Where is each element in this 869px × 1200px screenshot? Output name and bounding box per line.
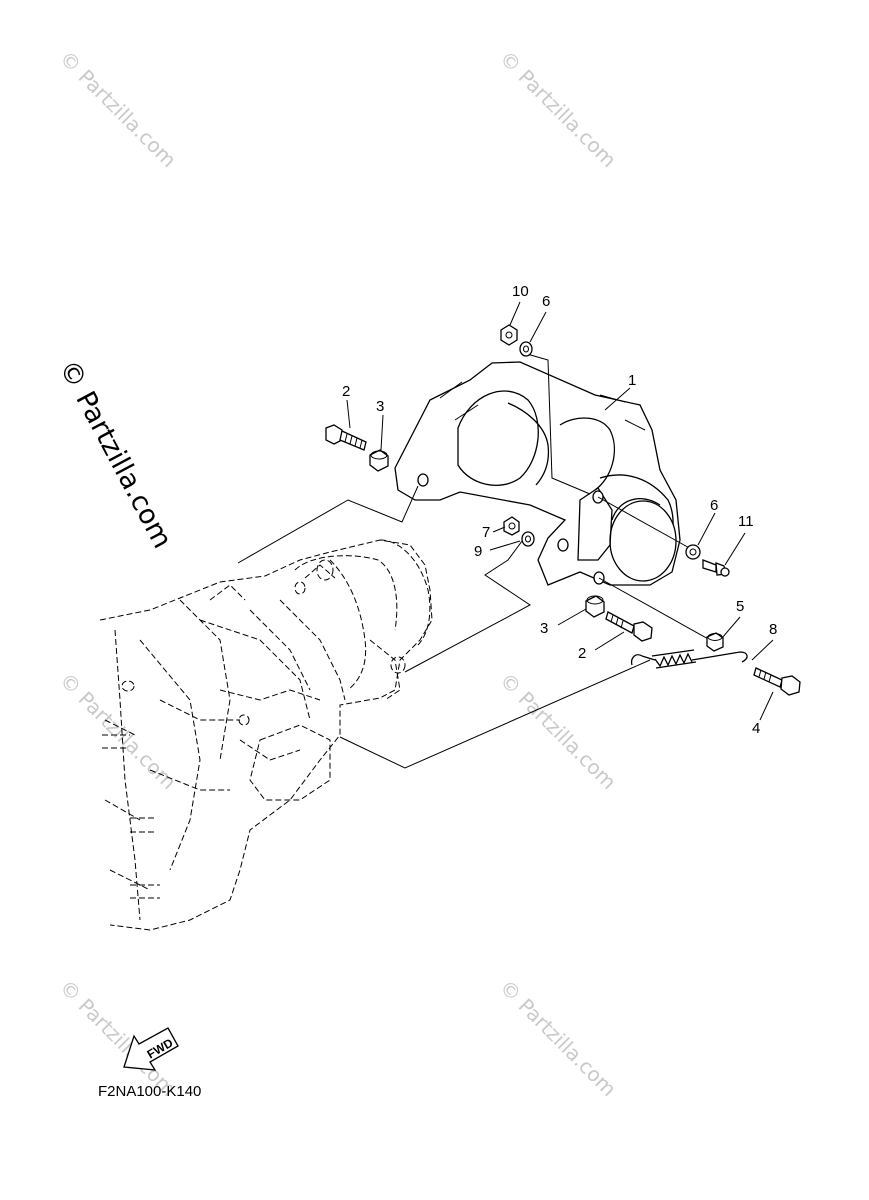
assembly-leader-lines (237, 353, 711, 769)
callout-5: 5 (736, 598, 745, 615)
callout-1: 1 (628, 372, 637, 389)
jet-pump-assembly (99, 539, 433, 931)
bolt-part-4 (753, 667, 801, 696)
collar-part-3-lower (585, 595, 605, 618)
callout-4: 4 (752, 720, 761, 737)
bolt-part-2-lower (605, 611, 653, 642)
nut-part-10 (500, 324, 518, 346)
callout-leaders (346, 301, 774, 721)
callout-10: 10 (512, 283, 529, 300)
callout-8: 8 (769, 621, 778, 638)
spring-part-8 (630, 649, 748, 669)
callout-6: 6 (542, 293, 551, 310)
housing-part (394, 361, 681, 586)
washer-part-6-right (685, 544, 701, 560)
diagram-code: F2NA100-K140 (98, 1083, 202, 1100)
callout-2-lower: 2 (578, 645, 587, 662)
callout-11: 11 (738, 513, 754, 530)
bolt-part-2 (325, 424, 367, 451)
collar-part-3 (369, 449, 389, 472)
callout-9: 9 (474, 543, 483, 560)
fwd-arrow-icon: FWD (123, 1027, 179, 1071)
callout-3: 3 (376, 398, 385, 415)
bushing-part-5 (706, 632, 724, 652)
callout-6-right: 6 (710, 497, 719, 514)
nut-part-7 (503, 516, 520, 536)
callout-3-lower: 3 (540, 620, 549, 637)
callout-2: 2 (342, 383, 351, 400)
washer-part-6 (519, 341, 533, 357)
screw-part-11 (702, 559, 730, 577)
washer-part-9 (521, 531, 535, 547)
callout-7: 7 (482, 524, 491, 541)
